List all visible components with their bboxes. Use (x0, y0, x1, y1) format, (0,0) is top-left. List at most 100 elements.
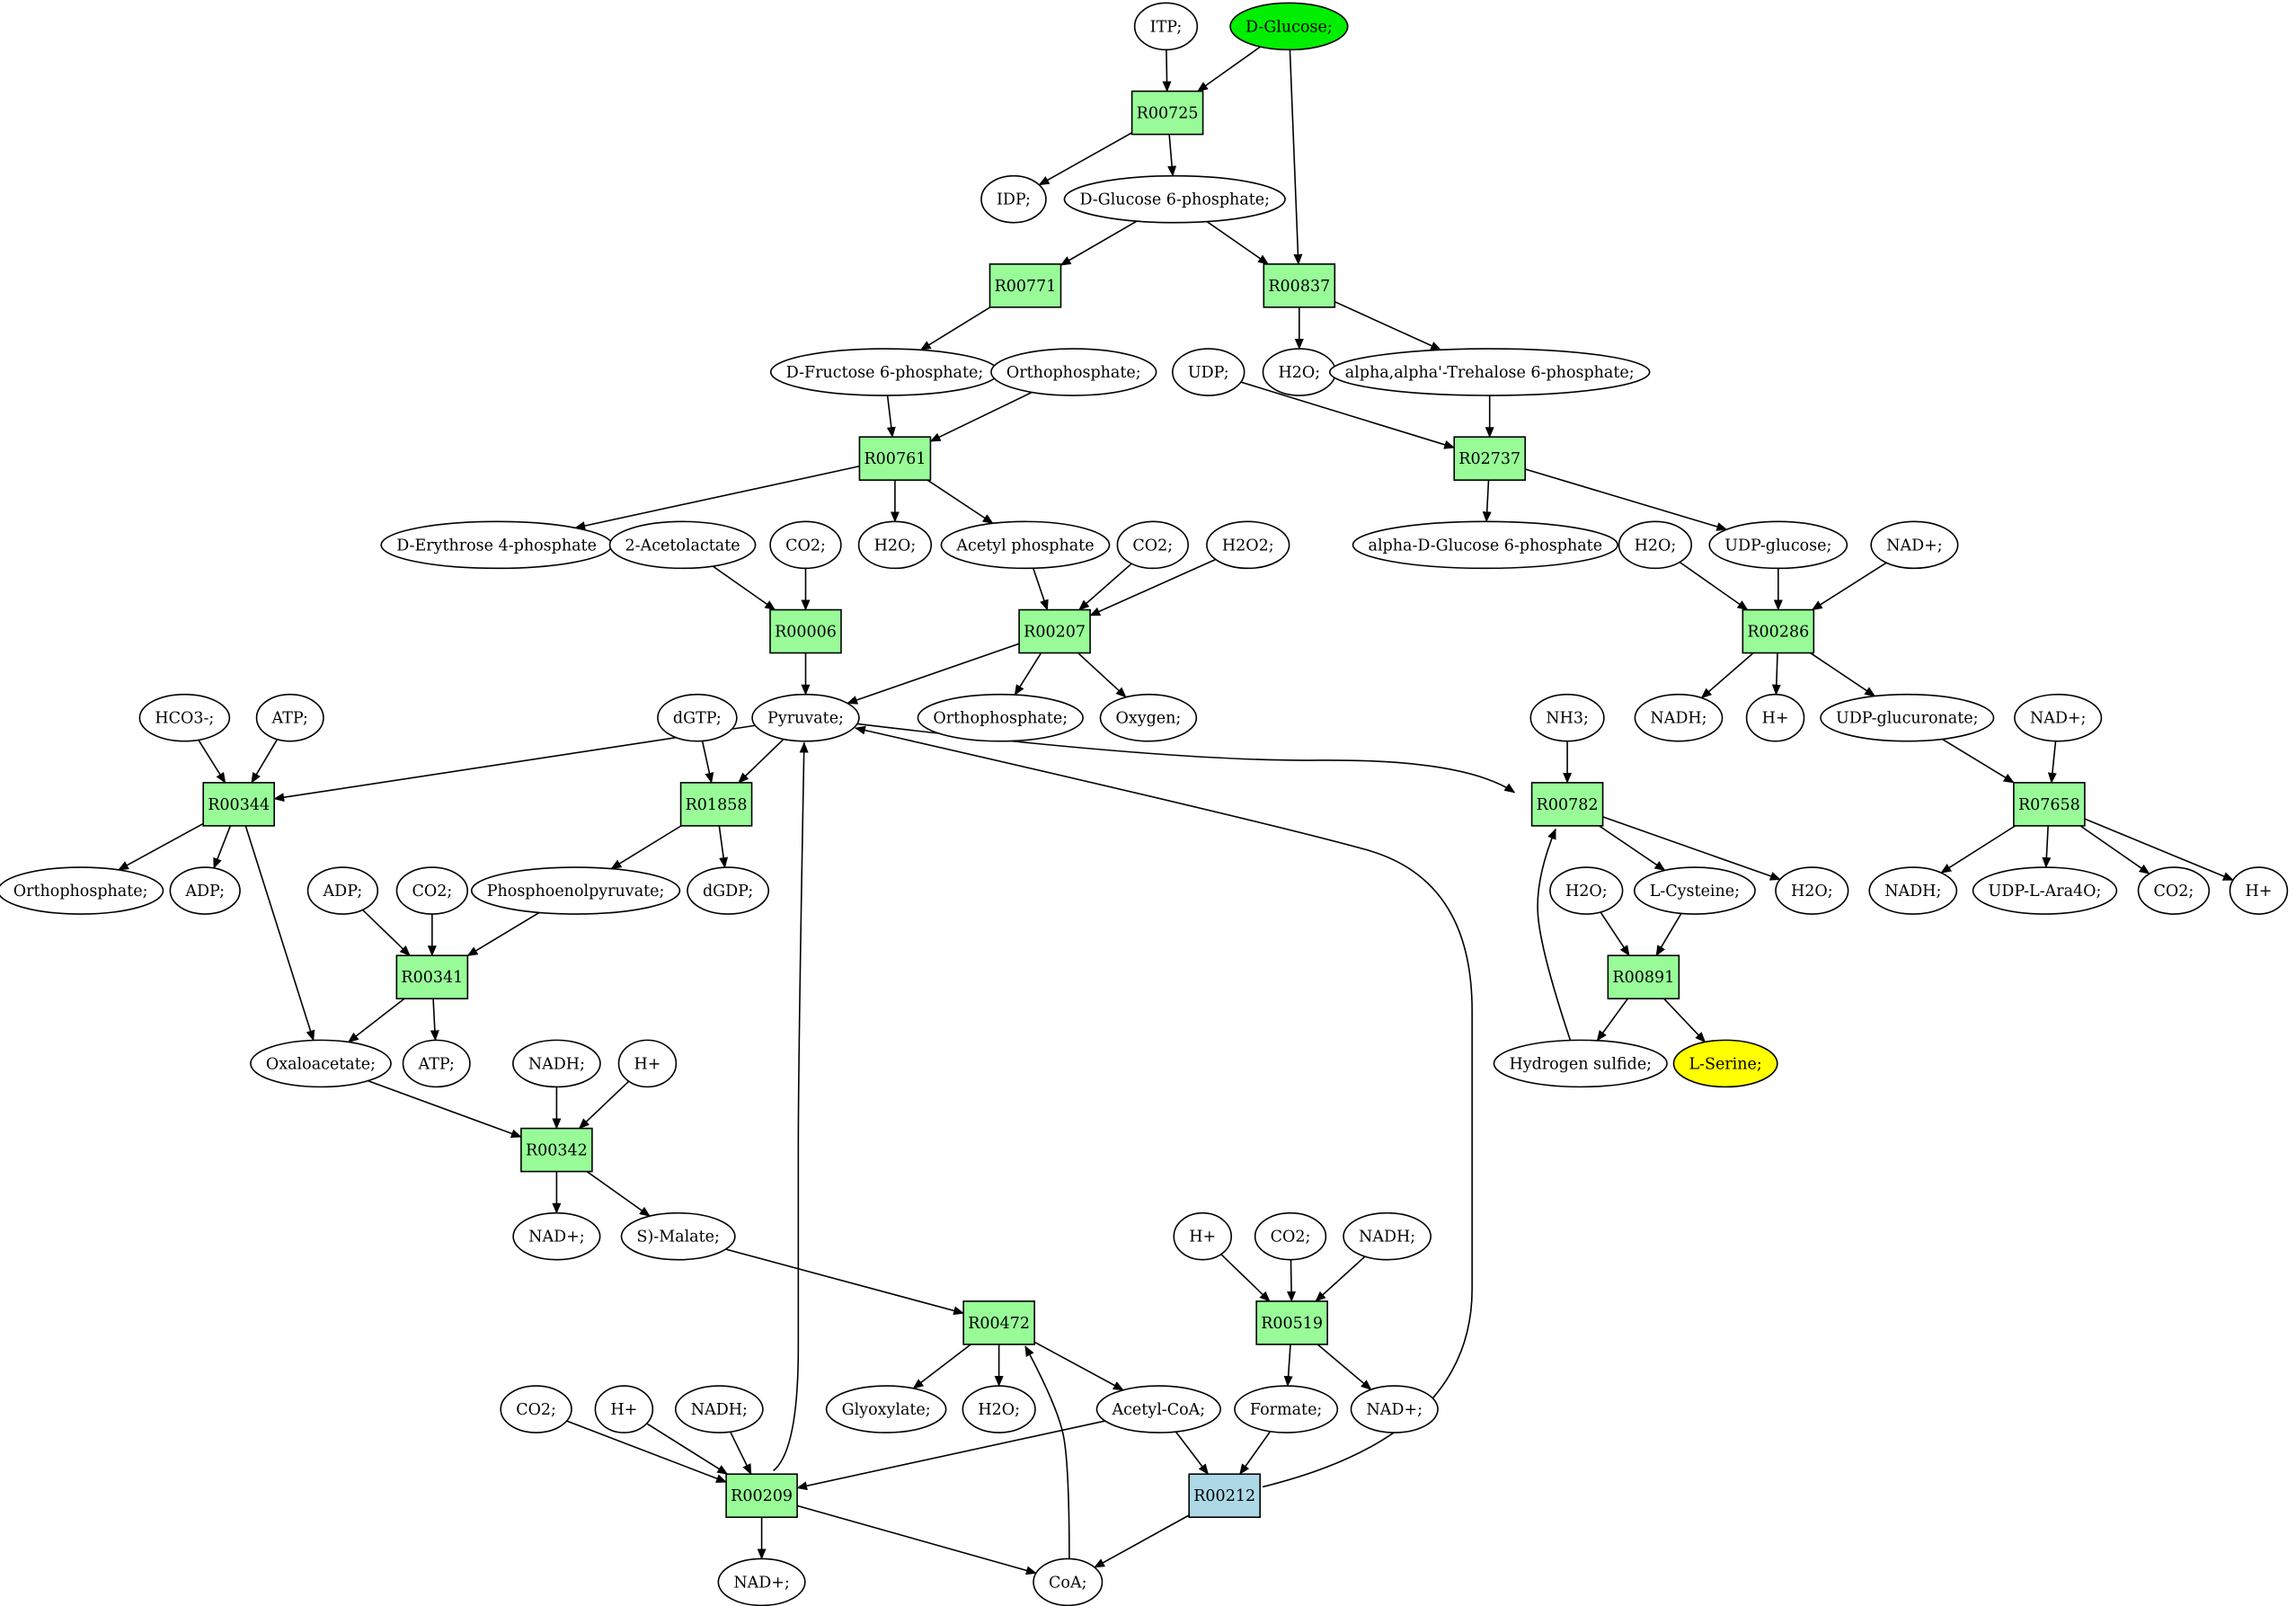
reaction-node-r00725[interactable]: R00725 (1130, 90, 1204, 136)
edge-acetylp-to-r00207 (1033, 567, 1049, 611)
metabolite-node-idp[interactable]: IDP; (980, 174, 1047, 224)
metabolite-node-h2o_472[interactable]: H2O; (962, 1385, 1036, 1433)
metabolite-node-nh3[interactable]: NH3; (1529, 693, 1605, 742)
metabolite-node-pyruvate[interactable]: Pyruvate; (751, 693, 860, 742)
metabolite-node-nadp_286[interactable]: NAD+; (1870, 520, 1959, 570)
reaction-node-r00212[interactable]: R00212 (1188, 1473, 1261, 1519)
metabolite-ellipse (1820, 693, 1995, 742)
metabolite-node-h2o2[interactable]: H2O2; (1206, 520, 1290, 570)
metabolite-node-h2o_837[interactable]: H2O; (1262, 348, 1336, 396)
reaction-node-r07658[interactable]: R07658 (2013, 782, 2086, 827)
metabolite-node-ortho2[interactable]: Orthophosphate; (917, 693, 1084, 742)
metabolite-node-udpara[interactable]: UDP-L-Ara4O; (1972, 866, 2118, 915)
reaction-node-r00891[interactable]: R00891 (1607, 954, 1680, 1000)
metabolite-node-dgtp[interactable]: dGTP; (657, 693, 738, 742)
metabolite-node-h2o_782[interactable]: H2O; (1775, 866, 1849, 915)
metabolite-node-hplus_7658[interactable]: H+ (2229, 866, 2289, 915)
reaction-node-r00782[interactable]: R00782 (1530, 782, 1604, 827)
metabolite-node-co2_209[interactable]: CO2; (500, 1385, 572, 1433)
reaction-node-r00207[interactable]: R00207 (1018, 608, 1091, 654)
metabolite-node-g6p[interactable]: D-Glucose 6-phosphate; (1063, 174, 1286, 224)
metabolite-node-adp_344[interactable]: ADP; (169, 866, 241, 915)
reaction-node-r00472[interactable]: R00472 (962, 1300, 1035, 1345)
metabolite-node-nadp_7658[interactable]: NAD+; (2014, 693, 2103, 742)
metabolite-node-ortho1[interactable]: Orthophosphate; (990, 348, 1157, 396)
metabolite-node-nadp_342[interactable]: NAD+; (512, 1211, 601, 1261)
metabolite-node-hplus_286[interactable]: H+ (1745, 693, 1805, 742)
reaction-node-r00771[interactable]: R00771 (988, 263, 1062, 308)
reaction-node-r02737[interactable]: R02737 (1453, 436, 1527, 481)
metabolite-node-pep[interactable]: Phosphoenolpyruvate; (470, 866, 681, 915)
metabolite-node-h2o_286[interactable]: H2O; (1618, 520, 1693, 570)
metabolite-node-dgdp[interactable]: dGDP; (687, 866, 770, 915)
reaction-node-r00837[interactable]: R00837 (1263, 263, 1336, 308)
reaction-node-r01858[interactable]: R01858 (679, 782, 753, 827)
metabolite-node-e4p[interactable]: D-Erythrose 4-phosphate (380, 520, 613, 570)
node-label: R00342 (526, 1142, 588, 1160)
metabolite-node-adp_341[interactable]: ADP; (306, 866, 379, 915)
metabolite-node-h2s[interactable]: Hydrogen sulfide; (1493, 1039, 1668, 1088)
metabolite-node-nadp_209[interactable]: NAD+; (717, 1557, 806, 1606)
edge-r00209-to-coa (796, 1504, 1037, 1575)
metabolite-ellipse (250, 1039, 392, 1088)
metabolite-node-lcysteine[interactable]: L-Cysteine; (1633, 866, 1756, 915)
node-label: dGDP; (703, 883, 753, 901)
reaction-box (1530, 782, 1604, 827)
metabolite-node-coa[interactable]: CoA; (1033, 1557, 1104, 1606)
metabolite-node-acetolactate[interactable]: 2-Acetolactate (608, 520, 757, 570)
metabolite-node-dglucose[interactable]: D-Glucose; (1229, 2, 1349, 51)
metabolite-node-nadh_7658[interactable]: NADH; (1868, 866, 1958, 915)
reaction-node-r00006[interactable]: R00006 (769, 608, 842, 654)
node-label: Pyruvate; (767, 710, 844, 728)
metabolite-node-f6p[interactable]: D-Fructose 6-phosphate; (769, 348, 1000, 396)
metabolite-node-udpglucose[interactable]: UDP-glucose; (1708, 520, 1848, 570)
metabolite-node-ag1p[interactable]: alpha-D-Glucose 6-phosphate (1352, 520, 1618, 570)
metabolite-node-lserine[interactable]: L-Serine; (1672, 1039, 1778, 1088)
metabolite-node-h2o_891[interactable]: H2O; (1549, 866, 1624, 915)
metabolite-node-hplus_209[interactable]: H+ (594, 1385, 654, 1433)
reaction-node-r00341[interactable]: R00341 (395, 954, 469, 1000)
metabolite-node-ortho3[interactable]: Orthophosphate; (0, 866, 164, 915)
node-label: NAD+; (733, 1574, 790, 1592)
metabolite-node-hplus_519[interactable]: H+ (1173, 1211, 1232, 1261)
metabolite-node-udp[interactable]: UDP; (1172, 348, 1246, 396)
reaction-node-r00342[interactable]: R00342 (520, 1127, 593, 1173)
metabolite-ellipse (751, 693, 860, 742)
node-label: NADH; (1884, 883, 1941, 901)
edge-acetylcoa-to-r00209 (796, 1420, 1105, 1491)
reaction-node-r00519[interactable]: R00519 (1255, 1300, 1328, 1345)
metabolite-node-nadh_519[interactable]: NADH; (1343, 1211, 1432, 1261)
metabolite-node-malate[interactable]: S)-Malate; (620, 1211, 736, 1261)
metabolite-ellipse (617, 1039, 678, 1088)
metabolite-node-udpglucuronate[interactable]: UDP-glucuronate; (1820, 693, 1995, 742)
metabolite-node-nadh_209[interactable]: NADH; (674, 1385, 764, 1433)
metabolite-node-co2_341[interactable]: CO2; (395, 866, 469, 915)
metabolite-node-co2_207[interactable]: CO2; (1116, 520, 1189, 570)
metabolite-node-itp[interactable]: ITP; (1133, 2, 1199, 51)
reaction-box (1018, 608, 1091, 654)
metabolite-node-atp_341[interactable]: ATP; (402, 1039, 471, 1088)
reaction-node-r00286[interactable]: R00286 (1742, 608, 1815, 654)
metabolite-node-formate[interactable]: Formate; (1234, 1385, 1339, 1433)
edge-nadh_519-to-r00519 (1315, 1256, 1366, 1302)
metabolite-node-atp_344[interactable]: ATP; (255, 693, 324, 742)
metabolite-node-hco3[interactable]: HCO3-; (138, 693, 231, 742)
reaction-node-r00761[interactable]: R00761 (858, 436, 932, 481)
metabolite-node-acetylcoa[interactable]: Acetyl-CoA; (1095, 1385, 1221, 1433)
edge-r07658-to-co2_7658 (2079, 825, 2150, 874)
metabolite-node-nadh_286[interactable]: NADH; (1634, 693, 1724, 742)
reaction-node-r00209[interactable]: R00209 (725, 1473, 798, 1519)
metabolite-node-nadp_519[interactable]: NAD+; (1350, 1385, 1439, 1433)
metabolite-node-co2_519[interactable]: CO2; (1254, 1211, 1327, 1261)
metabolite-node-acetylp[interactable]: Acetyl phosphate (940, 520, 1111, 570)
metabolite-node-glyoxylate[interactable]: Glyoxylate; (825, 1385, 947, 1433)
metabolite-node-co2_006[interactable]: CO2; (769, 520, 842, 570)
metabolite-node-hplus_342[interactable]: H+ (617, 1039, 678, 1088)
metabolite-node-oxaloacetate[interactable]: Oxaloacetate; (250, 1039, 392, 1088)
metabolite-node-nadh_342[interactable]: NADH; (512, 1039, 601, 1088)
metabolite-node-h2o_761[interactable]: H2O; (857, 520, 933, 570)
metabolite-node-oxygen[interactable]: Oxygen; (1099, 693, 1198, 742)
reaction-node-r00344[interactable]: R00344 (202, 782, 275, 827)
metabolite-node-trehalose6p[interactable]: alpha,alpha'-Trehalose 6-phosphate; (1328, 348, 1651, 396)
metabolite-node-co2_7658[interactable]: CO2; (2137, 866, 2211, 915)
